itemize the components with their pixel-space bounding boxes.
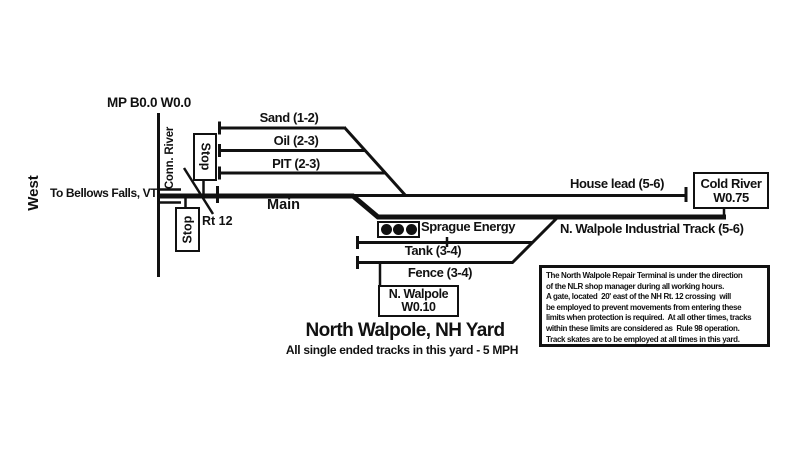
upper-ladder-track xyxy=(342,125,408,198)
tank-icon xyxy=(393,224,404,235)
sprague-tanks-symbol xyxy=(377,221,420,238)
n-walpole-milepost: W0.10 xyxy=(401,300,436,314)
tank-track-label: Tank (3-4) xyxy=(404,243,462,258)
house-lead-label: House lead (5-6) xyxy=(569,176,665,191)
rules-line: be employed to prevent movements from en… xyxy=(546,302,742,312)
stop-sign-east: Stop xyxy=(175,207,200,252)
industrial-track-label: N. Walpole Industrial Track (5-6) xyxy=(560,221,744,236)
sprague-energy-label: Sprague Energy xyxy=(421,219,516,234)
stop-sign-west-label: Stop xyxy=(198,143,213,171)
fence-track-label: Fence (3-4) xyxy=(407,265,473,280)
pit-track-label: PIT (2-3) xyxy=(272,155,320,171)
rules-line: limits when protection is required. At a… xyxy=(546,313,752,323)
cold-river-name: Cold River xyxy=(700,175,762,191)
oil-track-label: Oil (2-3) xyxy=(273,133,319,148)
stop-sign-east-label: Stop xyxy=(179,215,194,244)
sand-track-label: Sand (1-2) xyxy=(259,110,319,125)
rules-line: Track skates are to be employed at all t… xyxy=(546,334,740,344)
rules-note-box: The North Walpole Repair Terminal is und… xyxy=(539,265,770,347)
stop-sign-west: Stop xyxy=(193,133,217,181)
n-walpole-station-box: N. Walpole W0.10 xyxy=(378,285,459,317)
to-bellows-falls-label: To Bellows Falls, VT xyxy=(50,186,158,200)
rules-line: within these limits are considered as Ru… xyxy=(546,323,740,333)
yard-subtitle: All single ended tracks in this yard - 5… xyxy=(285,343,519,357)
main-label: Main xyxy=(267,197,301,213)
main-track-line xyxy=(157,193,726,220)
rt12-label: Rt 12 xyxy=(202,214,233,228)
west-label: West xyxy=(25,175,43,211)
rules-line: of the NLR shop manager during all worki… xyxy=(546,281,724,291)
n-walpole-name: N. Walpole xyxy=(388,286,449,301)
conn-river-label: Conn. River xyxy=(163,126,176,190)
cold-river-station-box: Cold River W0.75 xyxy=(693,172,769,209)
milepost-label: MP B0.0 W0.0 xyxy=(107,95,191,110)
rules-line: The North Walpole Repair Terminal is und… xyxy=(546,271,743,280)
rt12-road-line xyxy=(182,167,215,215)
tank-icon xyxy=(380,224,392,235)
lower-ladder-track xyxy=(510,215,560,265)
cold-river-milepost: W0.75 xyxy=(713,189,749,205)
tank-icon xyxy=(405,224,417,235)
yard-title: North Walpole, NH Yard xyxy=(305,320,506,341)
rules-line: A gate, located 20' east of the NH Rt. 1… xyxy=(546,292,731,302)
